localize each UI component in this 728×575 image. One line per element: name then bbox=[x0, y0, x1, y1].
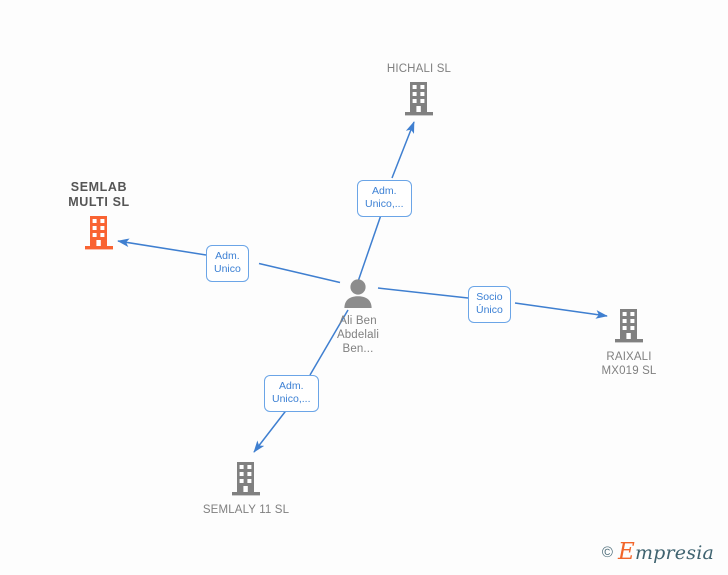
person-icon bbox=[341, 278, 375, 308]
node-hichali[interactable]: HICHALI SL bbox=[349, 62, 489, 117]
node-semlab[interactable]: SEMLAB MULTI SL bbox=[29, 180, 169, 251]
node-semlaly-label: SEMLALY 11 SL bbox=[202, 504, 290, 516]
node-raixali[interactable]: RAIXALI MX019 SL bbox=[559, 308, 699, 378]
building-icon bbox=[614, 308, 644, 344]
node-person-label: Ali Ben Abdelali Ben... bbox=[336, 315, 380, 355]
building-icon bbox=[404, 81, 434, 117]
brand-rest: mpresia bbox=[634, 542, 714, 564]
edge-label-semlab[interactable]: Adm. Unico bbox=[206, 245, 249, 282]
node-hichali-label: HICHALI SL bbox=[386, 63, 452, 75]
node-semlab-label: SEMLAB MULTI SL bbox=[68, 180, 130, 209]
edge-label-raixali[interactable]: Socio Único bbox=[468, 286, 511, 323]
node-person[interactable]: Ali Ben Abdelali Ben... bbox=[288, 278, 428, 356]
node-raixali-label: RAIXALI MX019 SL bbox=[601, 351, 657, 377]
edge-label-hichali[interactable]: Adm. Unico,... bbox=[357, 180, 412, 217]
node-semlaly[interactable]: SEMLALY 11 SL bbox=[176, 461, 316, 517]
edge-label-semlaly[interactable]: Adm. Unico,... bbox=[264, 375, 319, 412]
brand-name: Empresia bbox=[618, 539, 714, 565]
building-icon bbox=[231, 461, 261, 497]
brand-initial: E bbox=[617, 539, 635, 565]
copyright-icon: © bbox=[601, 543, 613, 561]
empresia-watermark: © Empresia bbox=[602, 539, 714, 565]
building-icon bbox=[84, 215, 114, 251]
